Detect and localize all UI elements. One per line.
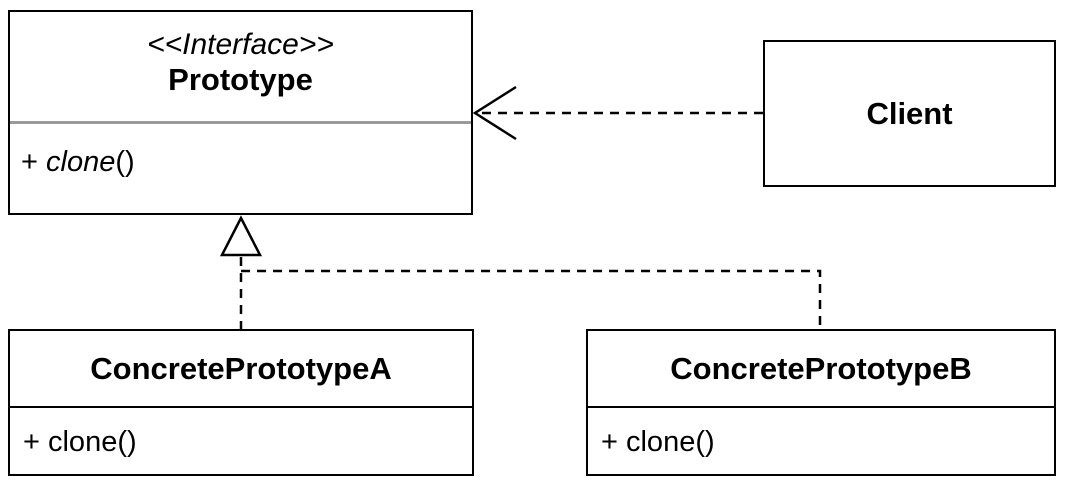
prototype-interface-box: <<Interface>> Prototype + clone()	[8, 10, 473, 215]
concrete-prototype-a-divider	[10, 406, 472, 408]
prototype-operation-params: ()	[115, 146, 135, 178]
prototype-class-name: Prototype	[168, 62, 313, 97]
realization-hollow-triangle	[219, 215, 263, 257]
prototype-operation: + clone()	[21, 145, 135, 179]
prototype-operation-visibility: +	[21, 146, 38, 178]
concrete-prototype-b-class-name: ConcretePrototypeB	[670, 351, 972, 386]
prototype-operation-method: clone	[46, 146, 116, 178]
concrete-prototype-b-operation: + clone()	[601, 426, 715, 458]
concrete-prototype-a-operation: + clone()	[23, 426, 137, 458]
concrete-prototype-b-box: ConcretePrototypeB + clone()	[586, 329, 1056, 476]
concrete-prototype-a-class-name: ConcretePrototypeA	[90, 351, 392, 386]
realization-line-branch-b	[241, 269, 822, 329]
concrete-prototype-a-box: ConcretePrototypeA + clone()	[8, 329, 474, 476]
client-class-name: Client	[866, 95, 953, 131]
prototype-header: <<Interface>> Prototype	[10, 12, 471, 124]
dependency-open-arrowhead	[472, 85, 517, 141]
prototype-compartment-divider	[10, 121, 471, 124]
client-class-box: Client	[763, 40, 1056, 187]
prototype-stereotype: <<Interface>>	[147, 28, 334, 61]
concrete-prototype-b-divider	[588, 406, 1054, 408]
